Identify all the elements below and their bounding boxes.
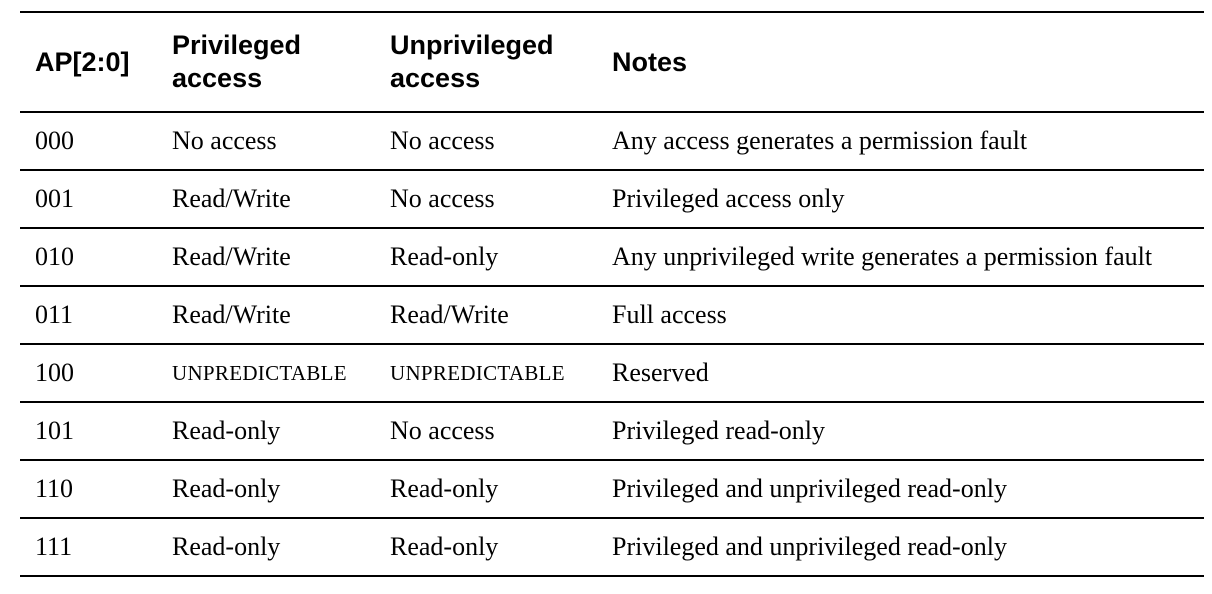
column-header-unprivileged-label: Unprivileged access [390,30,554,93]
cell-privileged: Read-only [172,416,281,445]
table-row: 010 Read/Write Read-only Any unprivilege… [20,228,1204,286]
cell-notes: Privileged read-only [612,416,825,445]
column-header-ap: AP[2:0] [20,12,157,112]
table-row: 001 Read/Write No access Privileged acce… [20,170,1204,228]
column-header-notes-label: Notes [612,46,688,77]
cell-privileged: Read/Write [172,300,291,329]
table-row: 000 No access No access Any access gener… [20,112,1204,170]
cell-notes: Privileged and unprivileged read-only [612,474,1007,503]
cell-notes: Privileged and unprivileged read-only [612,532,1007,561]
cell-ap: 010 [35,242,74,271]
cell-notes: Any unprivileged write generates a permi… [612,242,1153,271]
column-header-ap-label: AP[2:0] [35,46,130,77]
table-row: 100 UNPREDICTABLE UNPREDICTABLE Reserved [20,344,1204,402]
cell-ap: 100 [35,358,74,387]
cell-notes: Privileged access only [612,184,845,213]
cell-unprivileged: Read-only [390,242,499,271]
table-row: 110 Read-only Read-only Privileged and u… [20,460,1204,518]
cell-ap: 101 [35,416,74,445]
cell-unprivileged: No access [390,416,495,445]
cell-unprivileged: Read/Write [390,300,509,329]
cell-unprivileged: Read-only [390,532,499,561]
cell-unprivileged: Read-only [390,474,499,503]
cell-ap: 011 [35,300,74,329]
cell-unprivileged: No access [390,184,495,213]
table-row: 111 Read-only Read-only Privileged and u… [20,518,1204,576]
table-row: 011 Read/Write Read/Write Full access [20,286,1204,344]
cell-privileged: Read/Write [172,242,291,271]
cell-privileged: Read-only [172,474,281,503]
cell-notes: Reserved [612,358,709,387]
cell-unprivileged: UNPREDICTABLE [390,361,565,385]
column-header-privileged: Privileged access [157,12,375,112]
cell-privileged: UNPREDICTABLE [172,361,347,385]
cell-ap: 001 [35,184,74,213]
cell-privileged: No access [172,126,277,155]
cell-ap: 000 [35,126,74,155]
column-header-privileged-label: Privileged access [172,30,302,93]
access-permissions-table: AP[2:0] Privileged access Unprivileged a… [20,11,1204,577]
cell-notes: Full access [612,300,727,329]
cell-notes: Any access generates a permission fault [612,126,1028,155]
cell-ap: 110 [35,474,74,503]
column-header-unprivileged: Unprivileged access [375,12,597,112]
column-header-notes: Notes [597,12,1204,112]
header-row: AP[2:0] Privileged access Unprivileged a… [20,12,1204,112]
cell-unprivileged: No access [390,126,495,155]
cell-ap: 111 [35,532,73,561]
cell-privileged: Read/Write [172,184,291,213]
cell-privileged: Read-only [172,532,281,561]
table-row: 101 Read-only No access Privileged read-… [20,402,1204,460]
